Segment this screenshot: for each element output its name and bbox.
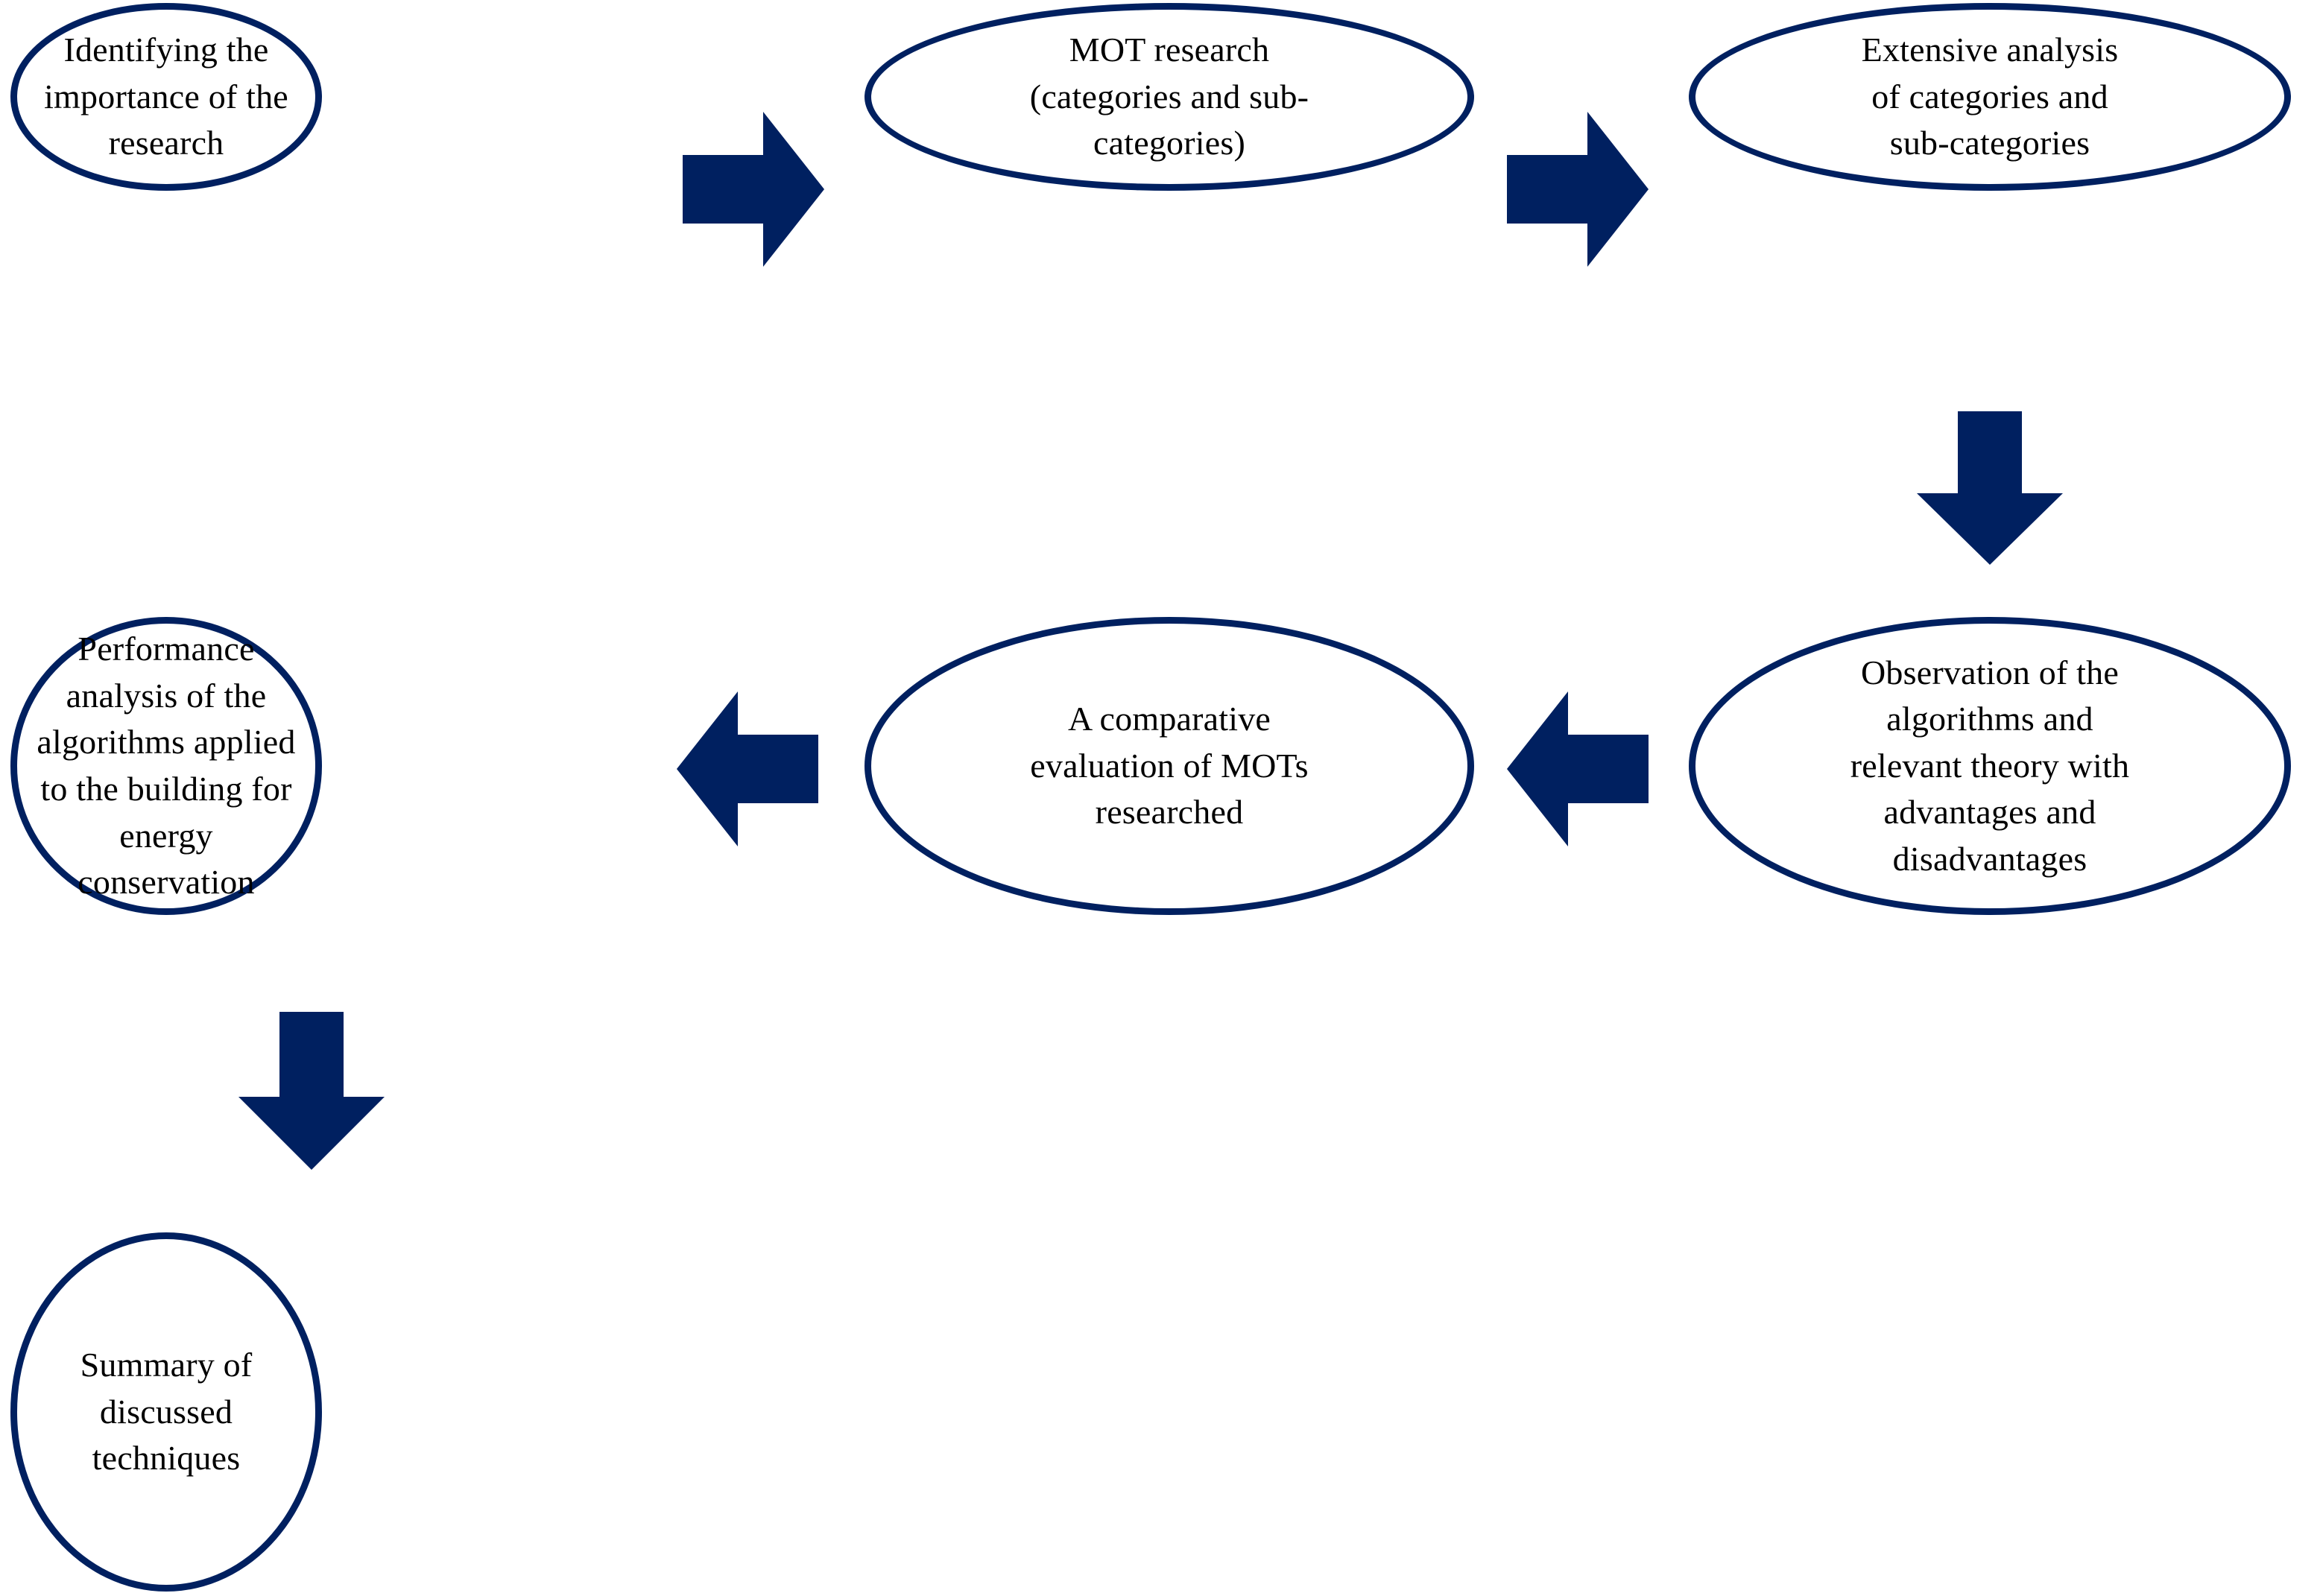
node-comparative-evaluation[interactable]: A comparative evaluation of MOTs researc… [865, 617, 1474, 915]
node-summary-techniques[interactable]: Summary of discussed techniques [10, 1232, 322, 1592]
arrow-right-identifying-to-mot [683, 112, 824, 267]
node-label-performance-analysis: Performance analysis of the algorithms a… [37, 630, 296, 902]
arrow-left-comparative-to-performance [677, 691, 818, 846]
node-label-observation-algorithms: Observation of the algorithms and releva… [1850, 653, 2130, 878]
arrow-down-performance-to-summary [238, 1012, 385, 1170]
node-label-mot-research: MOT research (categories and sub- catego… [1029, 31, 1309, 162]
node-label-comparative-evaluation: A comparative evaluation of MOTs researc… [1030, 700, 1309, 832]
node-label-summary-techniques: Summary of discussed techniques [80, 1346, 253, 1478]
node-label-extensive-analysis: Extensive analysis of categories and sub… [1861, 31, 2119, 162]
node-identifying-importance[interactable]: Identifying the importance of the resear… [10, 3, 322, 191]
arrow-right-mot-to-extensive [1507, 112, 1649, 267]
node-observation-algorithms[interactable]: Observation of the algorithms and releva… [1689, 617, 2291, 915]
node-mot-research[interactable]: MOT research (categories and sub- catego… [865, 3, 1474, 191]
node-extensive-analysis[interactable]: Extensive analysis of categories and sub… [1689, 3, 2291, 191]
arrow-left-observation-to-comparative [1507, 691, 1649, 846]
node-label-identifying-importance: Identifying the importance of the resear… [44, 31, 288, 162]
arrow-down-extensive-to-observation [1917, 411, 2063, 565]
node-performance-analysis[interactable]: Performance analysis of the algorithms a… [10, 617, 322, 915]
